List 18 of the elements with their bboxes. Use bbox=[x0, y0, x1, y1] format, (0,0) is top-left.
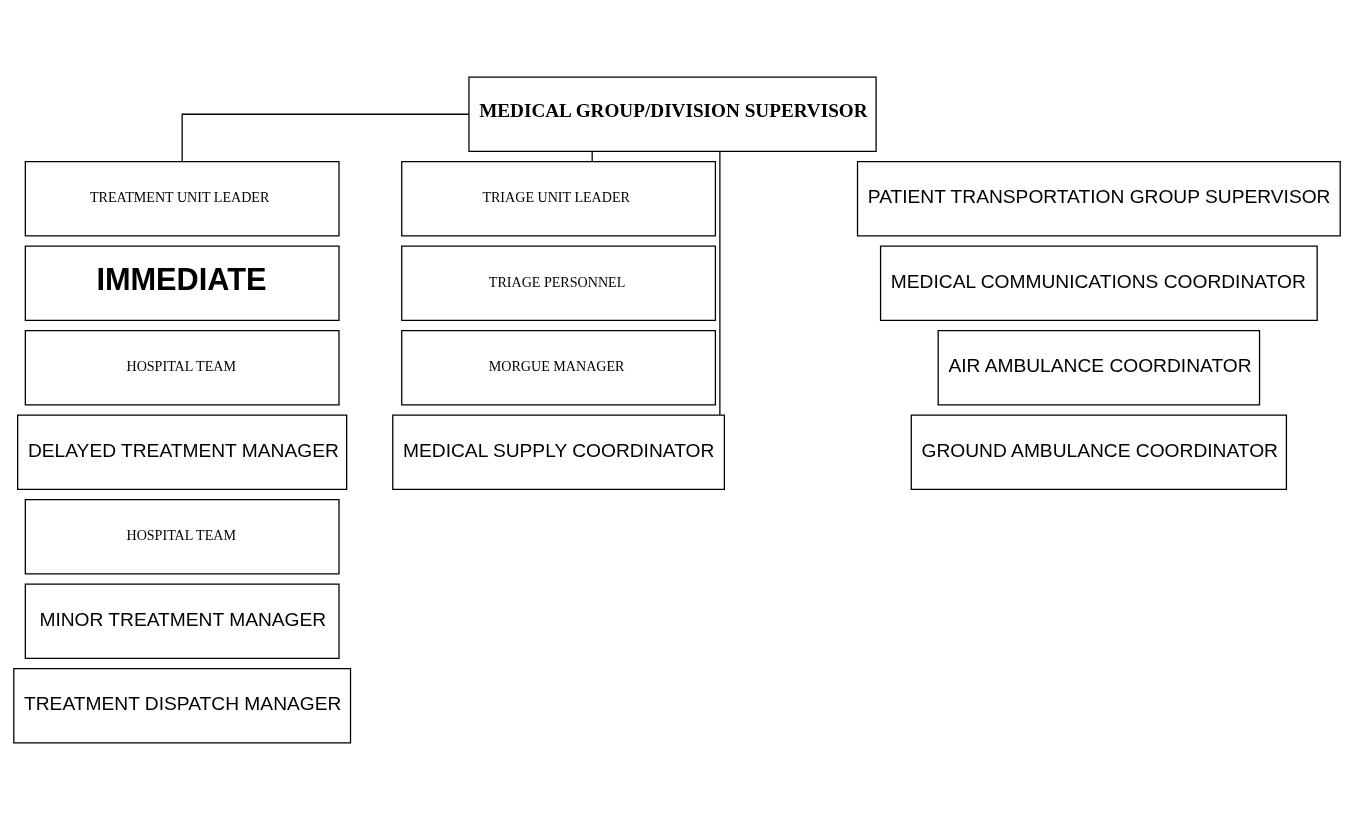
node-box: MINOR TREATMENT MANAGER bbox=[24, 583, 340, 659]
node-box: MEDICAL GROUP/DIVISION SUPERVISOR bbox=[468, 76, 877, 152]
node-box: TRIAGE PERSONNEL bbox=[401, 245, 717, 321]
connector bbox=[719, 150, 721, 416]
node-box: MEDICAL SUPPLY COORDINATOR bbox=[392, 414, 725, 490]
node-box: AIR AMBULANCE COORDINATOR bbox=[937, 329, 1261, 405]
node-box: GROUND AMBULANCE COORDINATOR bbox=[910, 414, 1288, 490]
node-box: DELAYED TREATMENT MANAGER bbox=[17, 414, 348, 490]
node-box: HOSPITAL TEAM bbox=[24, 498, 340, 574]
node-box: TREATMENT UNIT LEADER bbox=[24, 160, 340, 236]
node-box: MEDICAL COMMUNICATIONS COORDINATOR bbox=[879, 245, 1318, 321]
node-box: TRIAGE UNIT LEADER bbox=[401, 160, 717, 236]
connector bbox=[181, 113, 470, 162]
node-box: PATIENT TRANSPORTATION GROUP SUPERVISOR bbox=[856, 160, 1341, 236]
node-box: HOSPITAL TEAM bbox=[24, 329, 340, 405]
node-box: IMMEDIATE bbox=[24, 245, 340, 321]
node-box: MORGUE MANAGER bbox=[401, 329, 717, 405]
node-box: TREATMENT DISPATCH MANAGER bbox=[13, 667, 352, 743]
